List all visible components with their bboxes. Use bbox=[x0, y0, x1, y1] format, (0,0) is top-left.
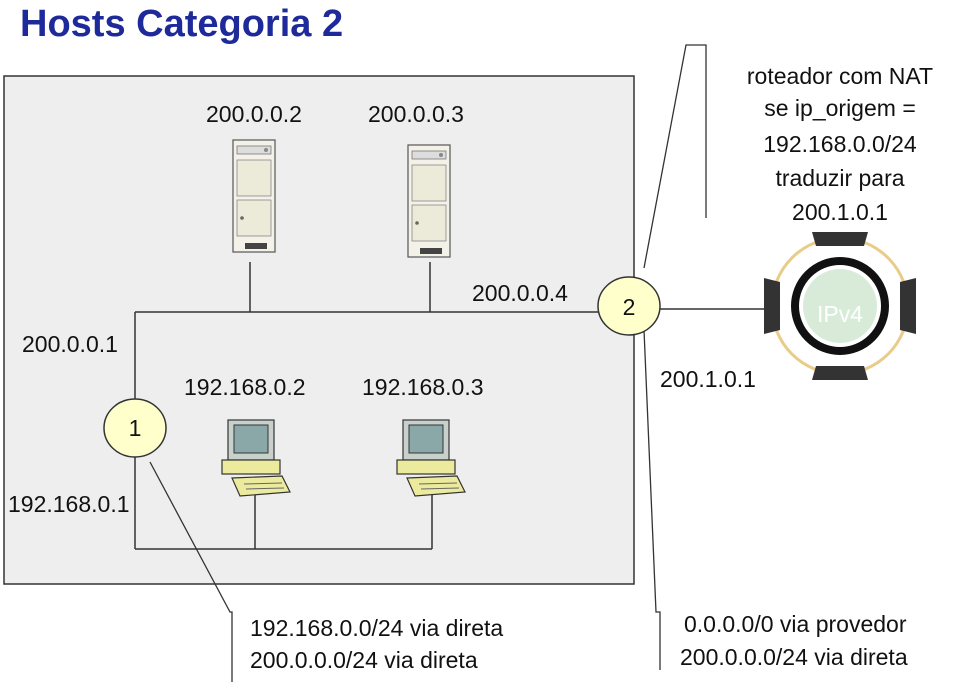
router-1 bbox=[103, 398, 167, 458]
nat-note-line: roteador com NAT bbox=[747, 63, 933, 89]
ipv4-label: IPv4 bbox=[817, 301, 863, 327]
router-1-label: 1 bbox=[129, 415, 142, 441]
ipv4-router-icon bbox=[764, 232, 916, 380]
server-ip: 200.0.0.3 bbox=[368, 101, 464, 127]
router-2-label: 2 bbox=[623, 294, 636, 320]
router-2-ip-right: 200.1.0.1 bbox=[660, 366, 756, 392]
page-title: Hosts Categoria 2 bbox=[20, 3, 343, 45]
nat-note-line: 200.1.0.1 bbox=[792, 199, 888, 225]
lan-segment bbox=[134, 456, 433, 550]
network-area bbox=[3, 75, 635, 585]
router-2-ip-left: 200.0.0.4 bbox=[472, 280, 568, 306]
dmz-segment bbox=[134, 262, 598, 400]
workstation-ip: 192.168.0.3 bbox=[362, 374, 484, 400]
router-1-ip-public: 200.0.0.1 bbox=[22, 331, 118, 357]
router-2 bbox=[597, 276, 661, 336]
route-entry: 192.168.0.0/24 via direta bbox=[250, 615, 503, 641]
nat-note-line: se ip_origem = bbox=[764, 95, 916, 121]
server-icon bbox=[407, 144, 451, 258]
nat-note-line: 192.168.0.0/24 bbox=[763, 131, 917, 157]
router-1-ip-private: 192.168.0.1 bbox=[8, 491, 130, 517]
computer-icon bbox=[396, 419, 466, 497]
server-ip: 200.0.0.2 bbox=[206, 101, 302, 127]
computer-icon bbox=[221, 419, 291, 497]
nat-note-line: traduzir para bbox=[775, 165, 904, 191]
callout-lines bbox=[149, 44, 707, 682]
route-entry: 0.0.0.0/0 via provedor bbox=[684, 611, 907, 637]
route-entry: 200.0.0.0/24 via direta bbox=[680, 644, 908, 670]
nat-note: roteador com NAT se ip_origem = 192.168.… bbox=[747, 63, 933, 225]
routing-table-router-2: 0.0.0.0/0 via provedor 200.0.0.0/24 via … bbox=[680, 611, 908, 670]
route-entry: 200.0.0.0/24 via direta bbox=[250, 647, 478, 673]
workstation-ip: 192.168.0.2 bbox=[184, 374, 306, 400]
routing-table-router-1: 192.168.0.0/24 via direta 200.0.0.0/24 v… bbox=[250, 615, 503, 673]
server-icon bbox=[232, 139, 276, 253]
